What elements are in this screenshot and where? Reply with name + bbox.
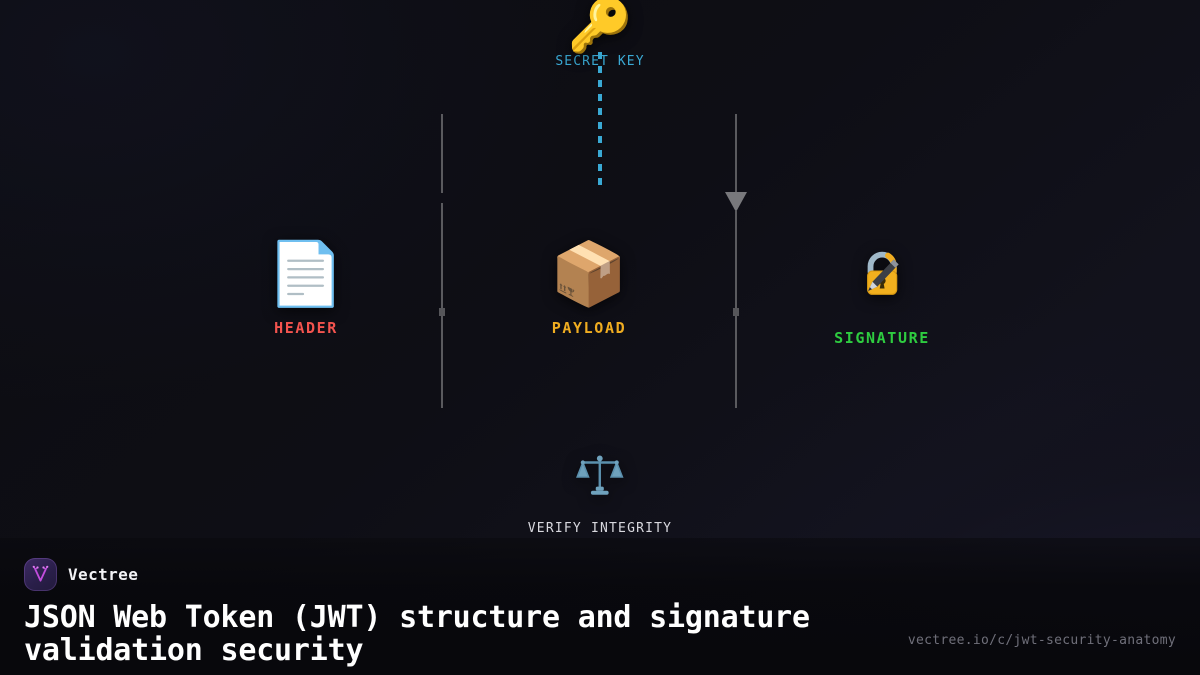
node-header-label: HEADER — [274, 319, 338, 337]
locked-with-pen-icon — [834, 243, 930, 315]
node-verify-integrity-label: VERIFY INTEGRITY — [527, 521, 673, 536]
package-box-icon: 📦 — [550, 237, 628, 310]
node-payload-label: PAYLOAD — [551, 319, 627, 337]
divider-header-payload-upper — [441, 114, 443, 193]
divider-payload-signature-upper — [735, 114, 737, 193]
node-verify-integrity[interactable]: VERIFY INTEGRITY — [528, 452, 672, 536]
page-facing-up-icon: 📄 — [267, 237, 345, 310]
secret-key-dashed-connector — [598, 52, 602, 186]
node-payload[interactable]: 📦 PAYLOAD — [550, 237, 628, 338]
source-url: vectree.io/c/jwt-security-anatomy — [907, 633, 1176, 648]
key-icon: 🔑 — [567, 0, 633, 56]
node-header[interactable]: 📄 HEADER — [267, 237, 345, 338]
node-signature-label: SIGNATURE — [834, 329, 930, 347]
node-secret-key[interactable]: 🔑 SECRET KEY — [555, 0, 644, 69]
flow-arrow-down-icon — [725, 192, 747, 212]
page-title: JSON Web Token (JWT) structure and signa… — [24, 600, 810, 668]
node-secret-key-label: SECRET KEY — [555, 54, 645, 69]
brand-name: Vectree — [68, 565, 139, 584]
divider-header-payload-lower — [441, 203, 443, 408]
divider-marker-right — [733, 308, 739, 316]
balance-scale-icon — [528, 452, 672, 509]
footer-bar: Vectree JSON Web Token (JWT) structure a… — [0, 538, 1200, 675]
node-signature[interactable]: SIGNATURE — [834, 243, 930, 347]
vectree-logo-icon — [24, 558, 57, 591]
brand[interactable]: Vectree — [24, 558, 1176, 591]
divider-marker-left — [439, 308, 445, 316]
